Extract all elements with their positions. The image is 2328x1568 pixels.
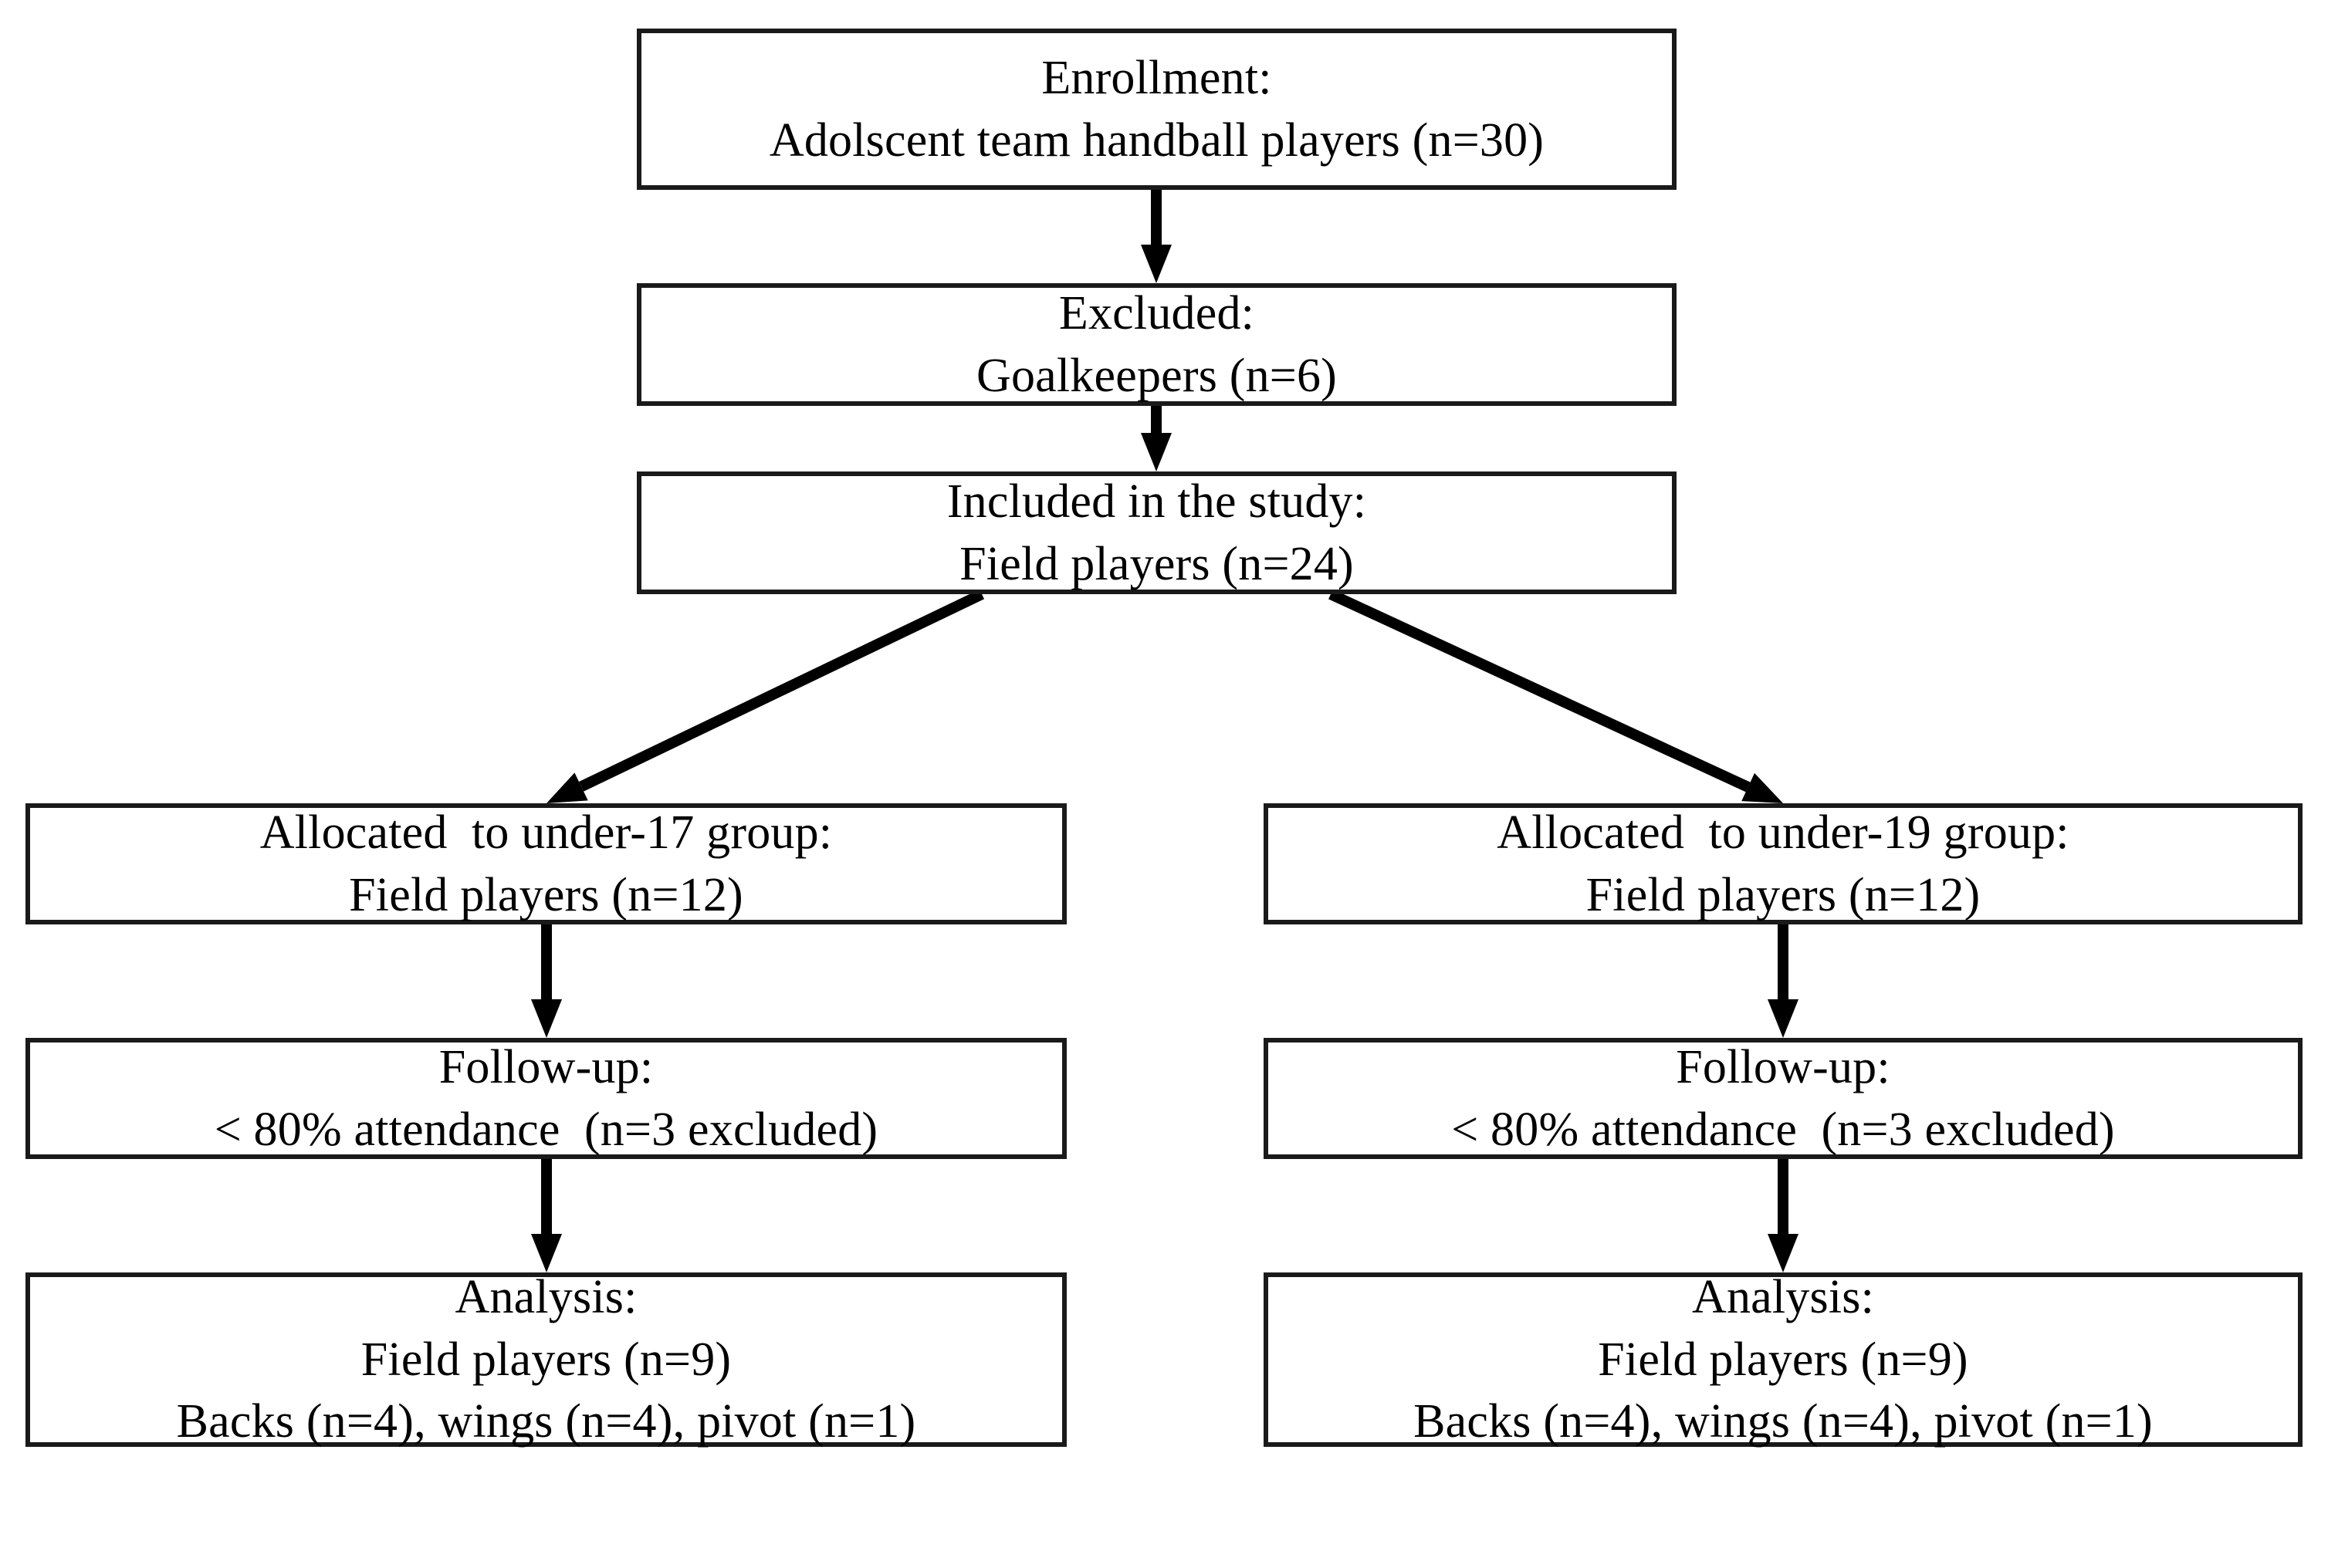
- followup-under19-box-line-2: < 80% attendance (n=3 excluded): [1451, 1103, 2115, 1156]
- included-box-line-2: Field players (n=24): [959, 537, 1354, 590]
- enrollment-box-line-1: Enrollment:: [1041, 51, 1272, 104]
- analysis-under19-box-line-2: Field players (n=9): [1598, 1333, 1968, 1386]
- allocated-under17-box-line-1: Allocated to under-17 group:: [259, 806, 833, 859]
- followup-under19-box-line-1: Follow-up:: [1676, 1040, 1890, 1093]
- followup-under17-box-line-1: Follow-up:: [438, 1040, 654, 1093]
- excluded-box-line-2: Goalkeepers (n=6): [976, 349, 1337, 402]
- analysis-under19-box: Analysis: Field players (n=9) Backs (n=4),…: [1264, 1271, 2303, 1448]
- excluded-box-line-1: Excluded:: [1058, 286, 1255, 340]
- arrow-under17-allocated-to-followup: [531, 924, 562, 1038]
- analysis-under17-box-line-1: Analysis:: [455, 1271, 638, 1324]
- arrow-excluded-to-included: [1141, 406, 1172, 471]
- allocated-under19-box: Allocated to under-19 group: Field player…: [1264, 803, 2303, 924]
- enrollment-box-line-2: Adolscent team handball players (n=30): [769, 113, 1545, 167]
- included-box: Included in the study: Field players (n=2…: [637, 471, 1677, 594]
- analysis-under19-box-line-3: Backs (n=4), wings (n=4), pivot (n=1): [1413, 1395, 2153, 1448]
- arrow-enrollment-to-excluded: [1141, 190, 1172, 283]
- analysis-under17-box: Analysis: Field players (n=9) Backs (n=4),…: [25, 1271, 1067, 1448]
- excluded-box: Excluded: Goalkeepers (n=6): [637, 283, 1677, 406]
- analysis-under19-box-line-1: Analysis:: [1691, 1271, 1875, 1324]
- arrow-included-to-under17: [546, 589, 985, 803]
- followup-under17-box-line-2: < 80% attendance (n=3 excluded): [214, 1103, 878, 1156]
- followup-under19-box: Follow-up: < 80% attendance (n=3 excluded…: [1264, 1038, 2303, 1159]
- allocated-under17-box-line-2: Field players (n=12): [349, 868, 743, 921]
- analysis-under17-box-line-2: Field players (n=9): [360, 1333, 732, 1386]
- arrow-under17-followup-to-analysis: [531, 1159, 562, 1272]
- followup-under17-box: Follow-up: < 80% attendance (n=3 excluded…: [25, 1038, 1067, 1159]
- allocated-under19-box-line-1: Allocated to under-19 group:: [1497, 806, 2069, 859]
- analysis-under17-box-line-3: Backs (n=4), wings (n=4), pivot (n=1): [176, 1395, 916, 1448]
- allocated-under17-box: Allocated to under-17 group: Field player…: [25, 803, 1067, 924]
- arrow-included-to-under19: [1328, 589, 1783, 803]
- included-box-line-1: Included in the study:: [946, 475, 1367, 528]
- arrow-under19-allocated-to-followup: [1768, 924, 1798, 1038]
- arrow-under19-followup-to-analysis: [1768, 1159, 1798, 1272]
- allocated-under19-box-line-2: Field players (n=12): [1585, 868, 1981, 921]
- enrollment-box: Enrollment: Adolscent team handball playe…: [637, 29, 1677, 190]
